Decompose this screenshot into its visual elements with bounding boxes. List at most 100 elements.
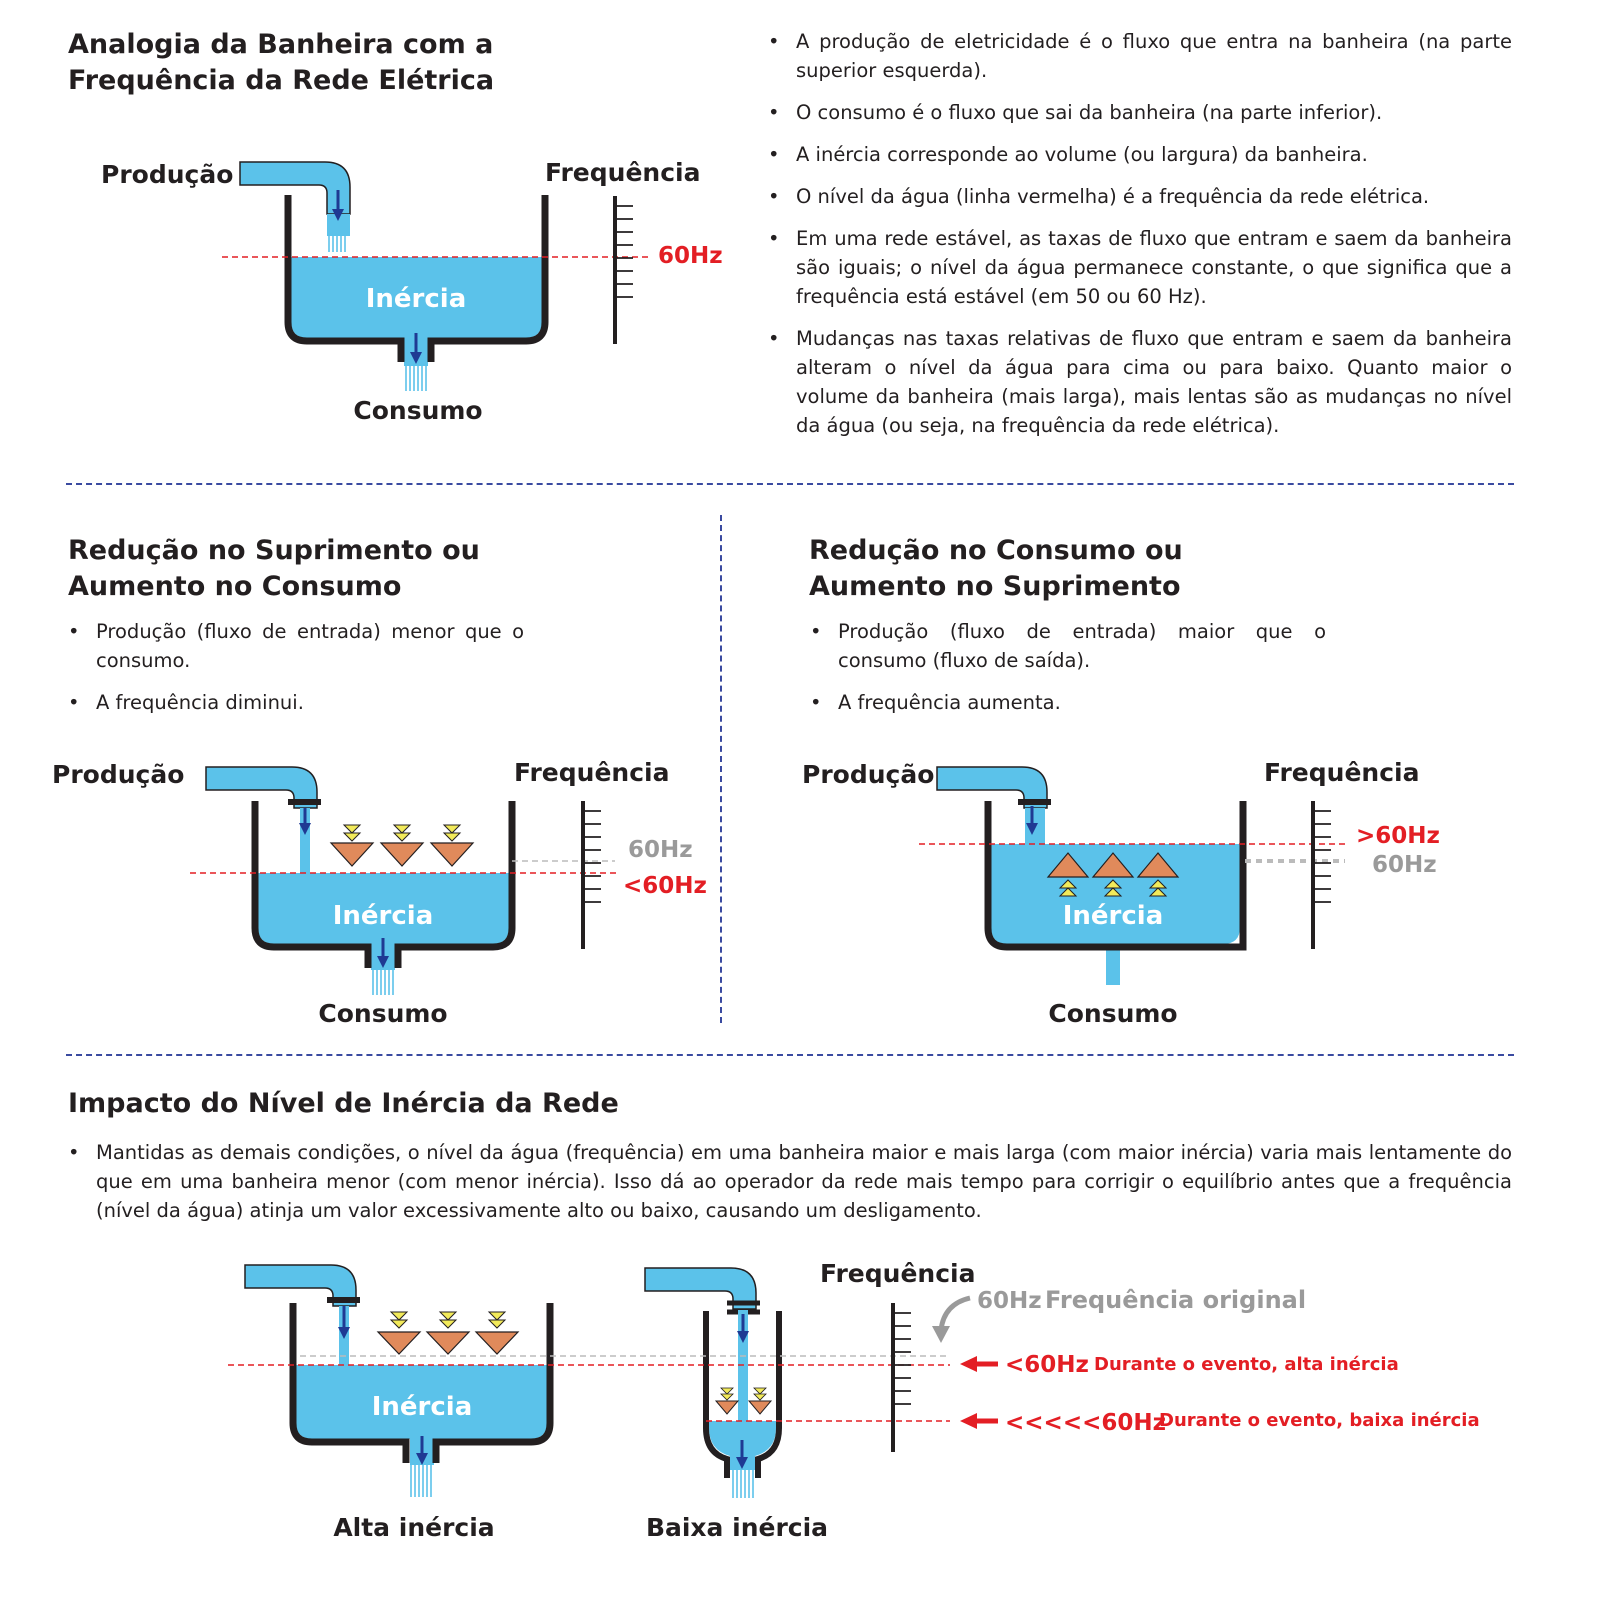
tub-outline (251, 801, 372, 968)
tub-outline (984, 801, 1247, 951)
consumption-label: Consumo (318, 999, 447, 1028)
inflow-pipe (239, 161, 351, 215)
vertical-divider (720, 515, 722, 1023)
hz-high-inertia-label: <60Hz (1005, 1352, 1089, 1378)
list-item: A produção de eletricidade é o fluxo que… (766, 27, 1512, 85)
water-body (258, 873, 509, 944)
frequency-label: Frequência (514, 758, 669, 787)
outflow-drips (732, 1470, 754, 1498)
production-label: Produção (802, 760, 934, 789)
diagram-frequency-increase: Produção Frequência >60Hz 60Hz Inércia C… (802, 758, 1440, 1028)
tub-outline-right (427, 195, 549, 362)
low-inertia-tub: Baixa inércia (644, 1267, 828, 1542)
increase-indicators (1046, 852, 1180, 897)
section1-title: Analogia da Banheira com a Frequência da… (68, 27, 494, 99)
down-triangle-icon (474, 1311, 520, 1355)
section3-title-line1: Redução no Consumo ou (809, 535, 1183, 566)
inflow-pipe (644, 1267, 757, 1310)
outflow-drips (405, 365, 427, 391)
hz-original-label: 60Hz (628, 837, 693, 863)
inflow-stream (300, 808, 310, 873)
list-item: Produção (fluxo de entrada) maior que o … (808, 617, 1326, 675)
inflow-pipe (244, 1264, 357, 1307)
section2-title-line2: Aumento no Consumo (68, 571, 402, 602)
high-inertia-event-label: Durante o evento, alta inércia (1094, 1354, 1399, 1375)
list-item: A inércia corresponde ao volume (ou larg… (766, 140, 1512, 169)
down-arrow-icon-head (416, 1453, 428, 1465)
down-arrow-icon-head (377, 956, 389, 968)
up-triangle-icon (1091, 852, 1135, 897)
down-triangle-icon (376, 1311, 422, 1355)
curved-arrow-icon (938, 1295, 971, 1331)
section2-title-line1: Redução no Suprimento ou (68, 535, 480, 566)
gauge-ticks (615, 205, 633, 298)
hz-original-label: 60Hz (977, 1288, 1042, 1314)
horizontal-divider (66, 483, 1514, 485)
down-arrow-icon-head (338, 1327, 350, 1339)
gauge-ticks (1313, 810, 1331, 903)
up-triangle-icon (1046, 852, 1090, 897)
decrease-indicators (714, 1387, 773, 1415)
outflow-drips (410, 1465, 432, 1497)
section1-title-line1: Analogia da Banheira com a (68, 29, 494, 60)
inertia-label: Inércia (333, 901, 434, 931)
tub-outline (284, 195, 405, 362)
frequency-label: Frequência (820, 1259, 975, 1288)
production-label: Produção (52, 760, 184, 789)
section1-title-line2: Frequência da Rede Elétrica (68, 65, 495, 96)
left-arrow-icon-head (960, 1413, 977, 1429)
list-item: A frequência diminui. (66, 688, 524, 717)
high-inertia-label: Alta inércia (333, 1513, 494, 1542)
down-triangle-icon (425, 1311, 471, 1355)
list-item: O consumo é o fluxo que sai da banheira … (766, 98, 1512, 127)
section3-title-line2: Aumento no Suprimento (809, 571, 1181, 602)
diagram-stable-bathtub: Produção Frequência 60Hz Inércia Consumo (101, 158, 723, 425)
low-inertia-label: Baixa inércia (646, 1513, 828, 1542)
down-triangle-icon (329, 824, 375, 867)
list-item: Em uma rede estável, as taxas de fluxo q… (766, 224, 1512, 311)
hz-low-inertia-label: <<<<<60Hz (1005, 1410, 1166, 1436)
inflow-pipe (936, 766, 1048, 809)
gauge-ticks (893, 1312, 911, 1405)
water-body (291, 257, 542, 338)
consumption-label: Consumo (353, 396, 482, 425)
list-item: A frequência aumenta. (808, 688, 1326, 717)
frequency-label: Frequência (545, 158, 700, 187)
section2-bullets: Produção (fluxo de entrada) menor que o … (66, 617, 524, 730)
down-arrow-icon-head (1026, 823, 1038, 835)
frequency-label: Frequência (1264, 758, 1419, 787)
inflow-column (327, 214, 350, 236)
curved-arrow-icon-head (932, 1326, 950, 1343)
section3-title: Redução no Consumo ou Aumento no Suprime… (809, 533, 1183, 605)
tub-outline-right (755, 1311, 782, 1478)
low-inertia-event-label: Durante o evento, baixa inércia (1159, 1410, 1480, 1431)
list-item: Mantidas as demais condições, o nível da… (66, 1138, 1512, 1225)
inflow-pipe (205, 766, 318, 809)
horizontal-divider (66, 1054, 1514, 1056)
left-arrow-icon-head (960, 1356, 977, 1372)
hz-new-label: <60Hz (623, 873, 707, 899)
decrease-indicators (376, 1311, 520, 1355)
section3-bullets: Produção (fluxo de entrada) maior que o … (808, 617, 1326, 730)
hz-label: 60Hz (658, 243, 723, 269)
list-item: O nível da água (linha vermelha) é a fre… (766, 182, 1512, 211)
up-triangle-icon (1136, 852, 1180, 897)
water-body (296, 1365, 547, 1439)
high-inertia-tub: Inércia Alta inércia (244, 1264, 554, 1542)
drain-water (1106, 942, 1120, 985)
down-arrow-icon-head (736, 1457, 748, 1469)
diagram-frequency-decrease: Produção Frequência 60Hz <60Hz Inércia C… (52, 758, 707, 1028)
section4-title: Impacto do Nível de Inércia da Rede (68, 1088, 619, 1119)
section4-bullets: Mantidas as demais condições, o nível da… (66, 1138, 1512, 1238)
outflow-drips (372, 970, 394, 995)
tub-outline-right (394, 801, 516, 968)
down-arrow-icon-head (332, 209, 344, 221)
gauge-ticks (583, 810, 601, 903)
original-frequency-label: Frequência original (1045, 1286, 1306, 1314)
down-arrow-icon-head (410, 352, 422, 364)
inertia-label: Inércia (372, 1392, 473, 1422)
tub-outline-right (432, 1303, 554, 1463)
consumption-label: Consumo (1048, 999, 1177, 1028)
list-item: Produção (fluxo de entrada) menor que o … (66, 617, 524, 675)
